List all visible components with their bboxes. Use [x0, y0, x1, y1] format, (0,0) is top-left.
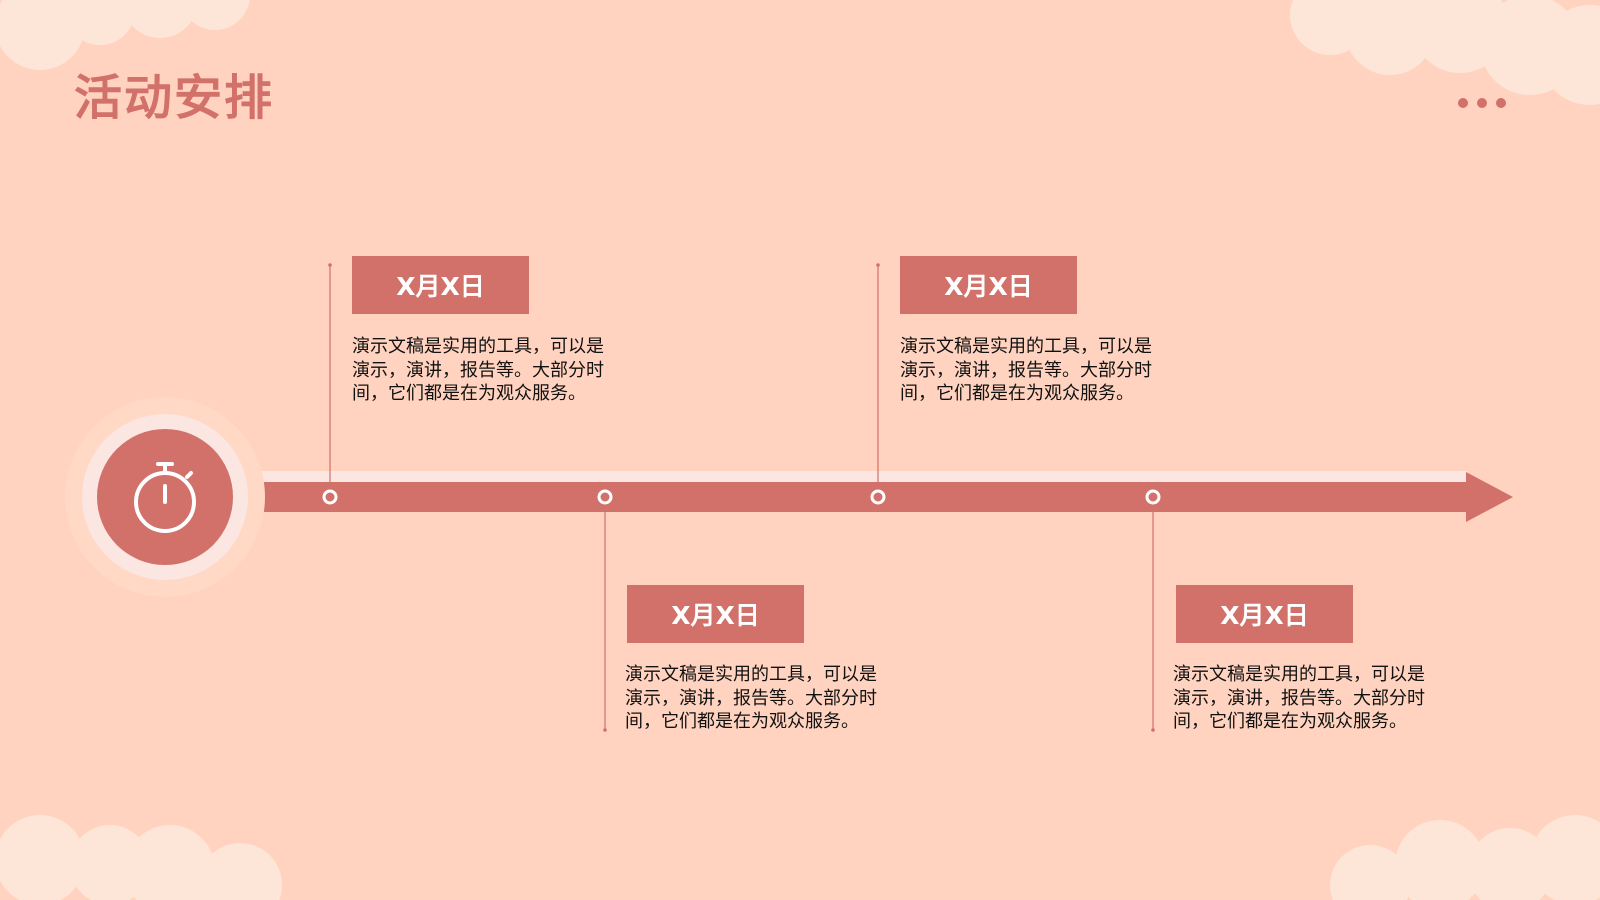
timeline-node — [597, 489, 613, 505]
event-description: 演示文稿是实用的工具，可以是演示，演讲，报告等。大部分时间，它们都是在为观众服务… — [900, 336, 1152, 404]
event-date-box: X月X日 — [352, 256, 529, 314]
timeline-node — [1145, 489, 1161, 505]
more-dots-icon[interactable] — [1458, 98, 1506, 108]
timeline-node — [870, 489, 886, 505]
event-description: 演示文稿是实用的工具，可以是演示，演讲，报告等。大部分时间，它们都是在为观众服务… — [1173, 664, 1425, 732]
event-description: 演示文稿是实用的工具，可以是演示，演讲，报告等。大部分时间，它们都是在为观众服务… — [625, 664, 877, 732]
timeline-arrow — [215, 472, 1513, 522]
event-date-box: X月X日 — [1176, 585, 1353, 643]
dot — [1458, 98, 1468, 108]
dot — [1477, 98, 1487, 108]
timeline-node — [322, 489, 338, 505]
cloud-bottom-left — [0, 815, 282, 900]
stopwatch-icon — [134, 462, 196, 533]
event-date-box: X月X日 — [627, 585, 804, 643]
page-title: 活动安排 — [74, 70, 275, 126]
cloud-top-right — [1290, 0, 1600, 105]
cloud-bottom-right — [1330, 815, 1600, 900]
event-date-box: X月X日 — [900, 256, 1077, 314]
dot — [1496, 98, 1506, 108]
event-description: 演示文稿是实用的工具，可以是演示，演讲，报告等。大部分时间，它们都是在为观众服务… — [352, 336, 604, 404]
cloud-top-left — [0, 0, 250, 70]
